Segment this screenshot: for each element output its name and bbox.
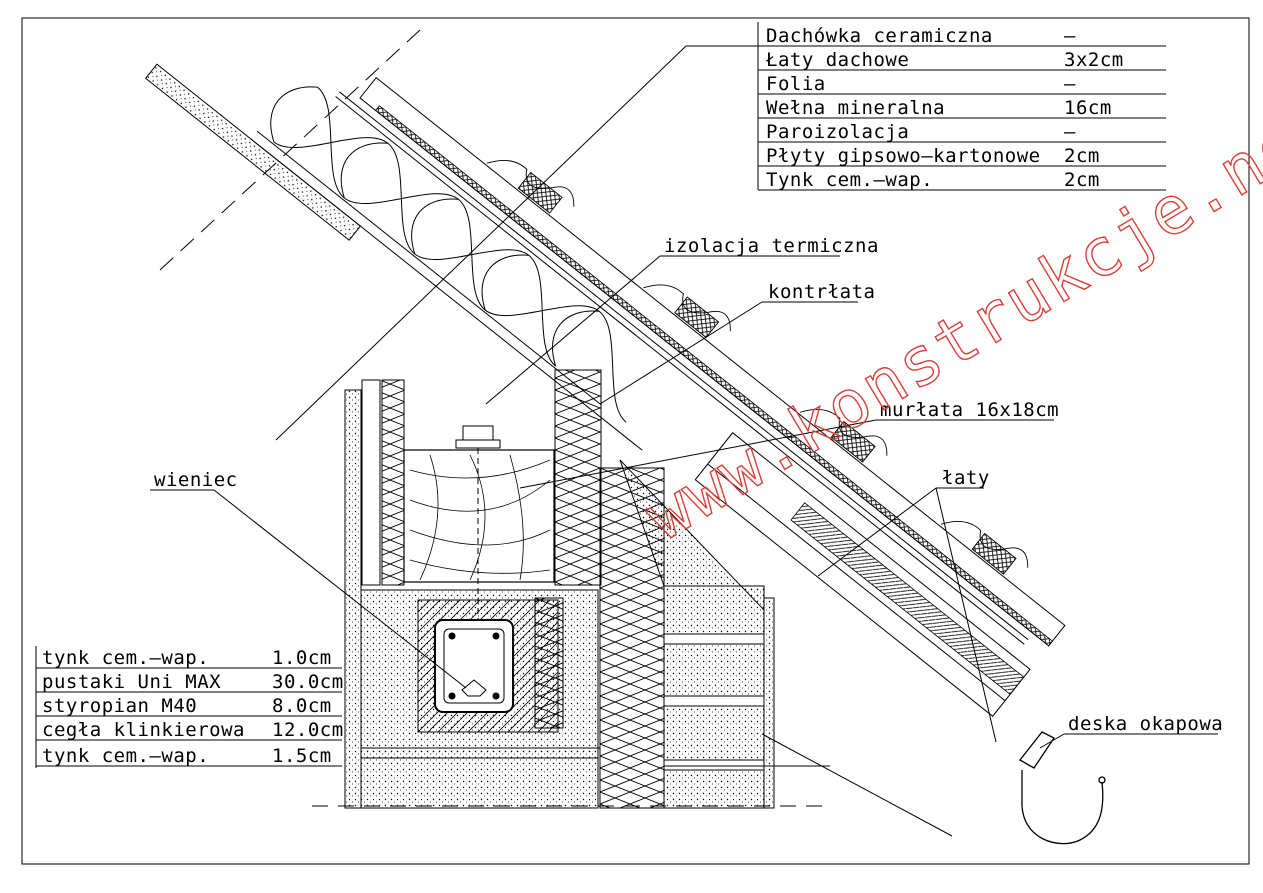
layer-value-1: – [1064,25,1076,47]
wall-layer-value-5: 1.5cm [272,745,332,767]
label-thermal-insulation: izolacja termiczna [664,235,879,257]
wall-table: tynk cem.–wap. 1.0cm pustaki Uni MAX 30.… [35,646,344,768]
layer-name-3: Folia [766,73,826,95]
label-wall-plate: murłata 16x18cm [880,399,1059,421]
layer-value-2: 3x2cm [1064,49,1124,71]
label-battens: łaty [942,467,990,489]
layer-name-7: Tynk cem.–wap. [766,169,933,191]
wall-layer-name-5: tynk cem.–wap. [42,745,209,767]
gutter [1019,731,1106,845]
wall-layer-name-3: styropian M40 [42,695,197,717]
layer-name-6: Płyty gipsowo–kartonowe [766,145,1041,167]
layer-name-5: Paroizolacja [766,121,909,143]
layer-name-2: Łaty dachowe [765,49,909,71]
layer-value-3: – [1064,73,1076,95]
layer-name-1: Dachówka ceramiczna [766,25,993,47]
layer-name-4: Wełna mineralna [766,97,945,119]
layers-table: Dachówka ceramiczna – Łaty dachowe 3x2cm… [757,22,1166,191]
dashed-roof-line-top [159,29,421,271]
wall-layer-name-4: cegła klinkierowa [42,719,245,741]
wall-layer-name-2: pustaki Uni MAX [42,671,221,693]
layer-value-6: 2cm [1064,145,1100,167]
label-counter-batten: kontrłata [768,281,875,303]
layer-value-7: 2cm [1064,169,1100,191]
wall-layer-value-1: 1.0cm [272,647,332,669]
label-eaves-board: deska okapowa [1068,713,1223,735]
wall-layer-value-3: 8.0cm [272,695,332,717]
roof-assembly [144,63,1066,717]
leader-lines [150,45,1218,837]
wall-layer-value-2: 30.0cm [272,671,344,693]
frame-border [21,17,1250,865]
wall-layer-name-1: tynk cem.–wap. [42,647,209,669]
wall-layer-value-4: 12.0cm [272,719,344,741]
layer-value-4: 16cm [1064,97,1112,119]
wall-assembly [344,369,830,809]
label-ring-beam: wieniec [154,469,238,491]
layer-value-5: – [1064,121,1076,143]
